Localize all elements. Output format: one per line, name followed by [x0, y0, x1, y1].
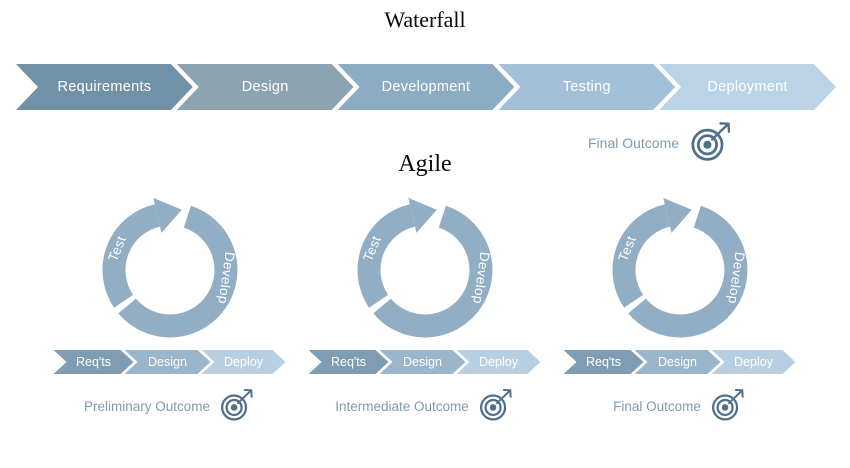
- step-label: Design: [148, 355, 187, 369]
- cycle-arrowhead-icon: [662, 197, 692, 233]
- step-chevron-deploy: Deploy: [457, 350, 541, 374]
- dart-fletching: [243, 389, 253, 398]
- waterfall-title: Waterfall: [384, 7, 466, 32]
- step-label: Deploy: [224, 355, 263, 369]
- cycle-diagram: Test Develop: [357, 197, 492, 338]
- step-label: Req'ts: [330, 355, 367, 369]
- stage-label: Testing: [562, 79, 611, 95]
- target-bullseye: [703, 140, 712, 149]
- target-bullseye: [721, 404, 729, 411]
- dart-shaft: [495, 389, 511, 405]
- cycle-outcome: Final Outcome: [613, 389, 746, 423]
- outcome-label: Final Outcome: [588, 135, 680, 151]
- test-arc: [102, 204, 160, 308]
- outcome-label: Final Outcome: [613, 398, 701, 414]
- cycle-arrowhead-icon: [407, 197, 437, 233]
- cycle-outcome: Intermediate Outcome: [335, 389, 514, 423]
- waterfall-chevron-bar: Requirements Design Development Testing …: [16, 64, 836, 110]
- stage-chevron-design: Design: [177, 64, 354, 110]
- step-chevron-design: Design: [125, 350, 211, 374]
- steps-row: Req'ts Design Deploy: [564, 350, 796, 374]
- dart-shaft: [711, 122, 730, 141]
- step-label: Deploy: [734, 355, 773, 369]
- cycle-diagram: Test Develop: [612, 197, 747, 338]
- waterfall-final-outcome: Final Outcome: [588, 122, 733, 164]
- target-icon: [691, 122, 731, 161]
- target-icon: [479, 389, 512, 421]
- cycle-diagram: Test Develop: [102, 197, 237, 338]
- steps-row: Req'ts Design Deploy: [309, 350, 541, 374]
- stage-chevron-requirements: Requirements: [16, 64, 193, 110]
- agile-cycle-2: Test Develop Req'ts Design Deploy Interm…: [297, 190, 552, 423]
- agile-cycle-3: Test Develop Req'ts Design Deploy Final …: [552, 190, 807, 423]
- target-bullseye: [489, 404, 497, 411]
- step-label: Req'ts: [585, 355, 622, 369]
- dart-fletching: [734, 389, 744, 398]
- dart-shaft: [237, 389, 253, 405]
- stage-chevron-development: Development: [338, 64, 515, 110]
- agile-cycles: Test Develop Req'ts Design Deploy Prelim…: [0, 190, 850, 423]
- cycle-outcome: Preliminary Outcome: [84, 389, 255, 423]
- step-chevron-design: Design: [635, 350, 721, 374]
- step-chevron-reqts: Req'ts: [54, 350, 134, 374]
- develop-arc: [117, 205, 237, 338]
- develop-arc-label: Develop: [215, 251, 237, 305]
- steps-row: Req'ts Design Deploy: [54, 350, 286, 374]
- step-label: Req'ts: [75, 355, 112, 369]
- stage-label: Development: [381, 79, 471, 95]
- step-label: Deploy: [479, 355, 518, 369]
- stage-chevron-deployment: Deployment: [659, 64, 836, 110]
- stage-label: Requirements: [57, 79, 152, 95]
- outcome-label: Preliminary Outcome: [83, 398, 211, 414]
- agile-title: Agile: [398, 151, 452, 177]
- dart-fletching: [719, 122, 731, 133]
- step-label: Design: [658, 355, 697, 369]
- step-chevron-reqts: Req'ts: [564, 350, 644, 374]
- step-chevron-deploy: Deploy: [712, 350, 796, 374]
- step-label: Design: [403, 355, 442, 369]
- develop-arc-label: Develop: [470, 251, 492, 305]
- test-arc: [357, 204, 415, 308]
- stage-chevron-testing: Testing: [498, 64, 675, 110]
- develop-arc: [372, 205, 492, 338]
- step-chevron-design: Design: [380, 350, 466, 374]
- stage-label: Deployment: [707, 79, 788, 95]
- develop-arc-label: Develop: [725, 251, 747, 305]
- step-chevron-reqts: Req'ts: [309, 350, 389, 374]
- develop-arc: [627, 205, 747, 338]
- test-arc: [612, 204, 670, 308]
- agile-cycle-1: Test Develop Req'ts Design Deploy Prelim…: [42, 190, 297, 423]
- stage-label: Design: [241, 79, 289, 95]
- target-bullseye: [230, 404, 238, 411]
- dart-fletching: [502, 389, 512, 398]
- outcome-label: Intermediate Outcome: [335, 398, 469, 414]
- dart-shaft: [727, 389, 743, 405]
- target-icon: [221, 389, 253, 421]
- cycle-arrowhead-icon: [152, 197, 182, 233]
- target-icon: [711, 389, 744, 421]
- step-chevron-deploy: Deploy: [202, 350, 286, 374]
